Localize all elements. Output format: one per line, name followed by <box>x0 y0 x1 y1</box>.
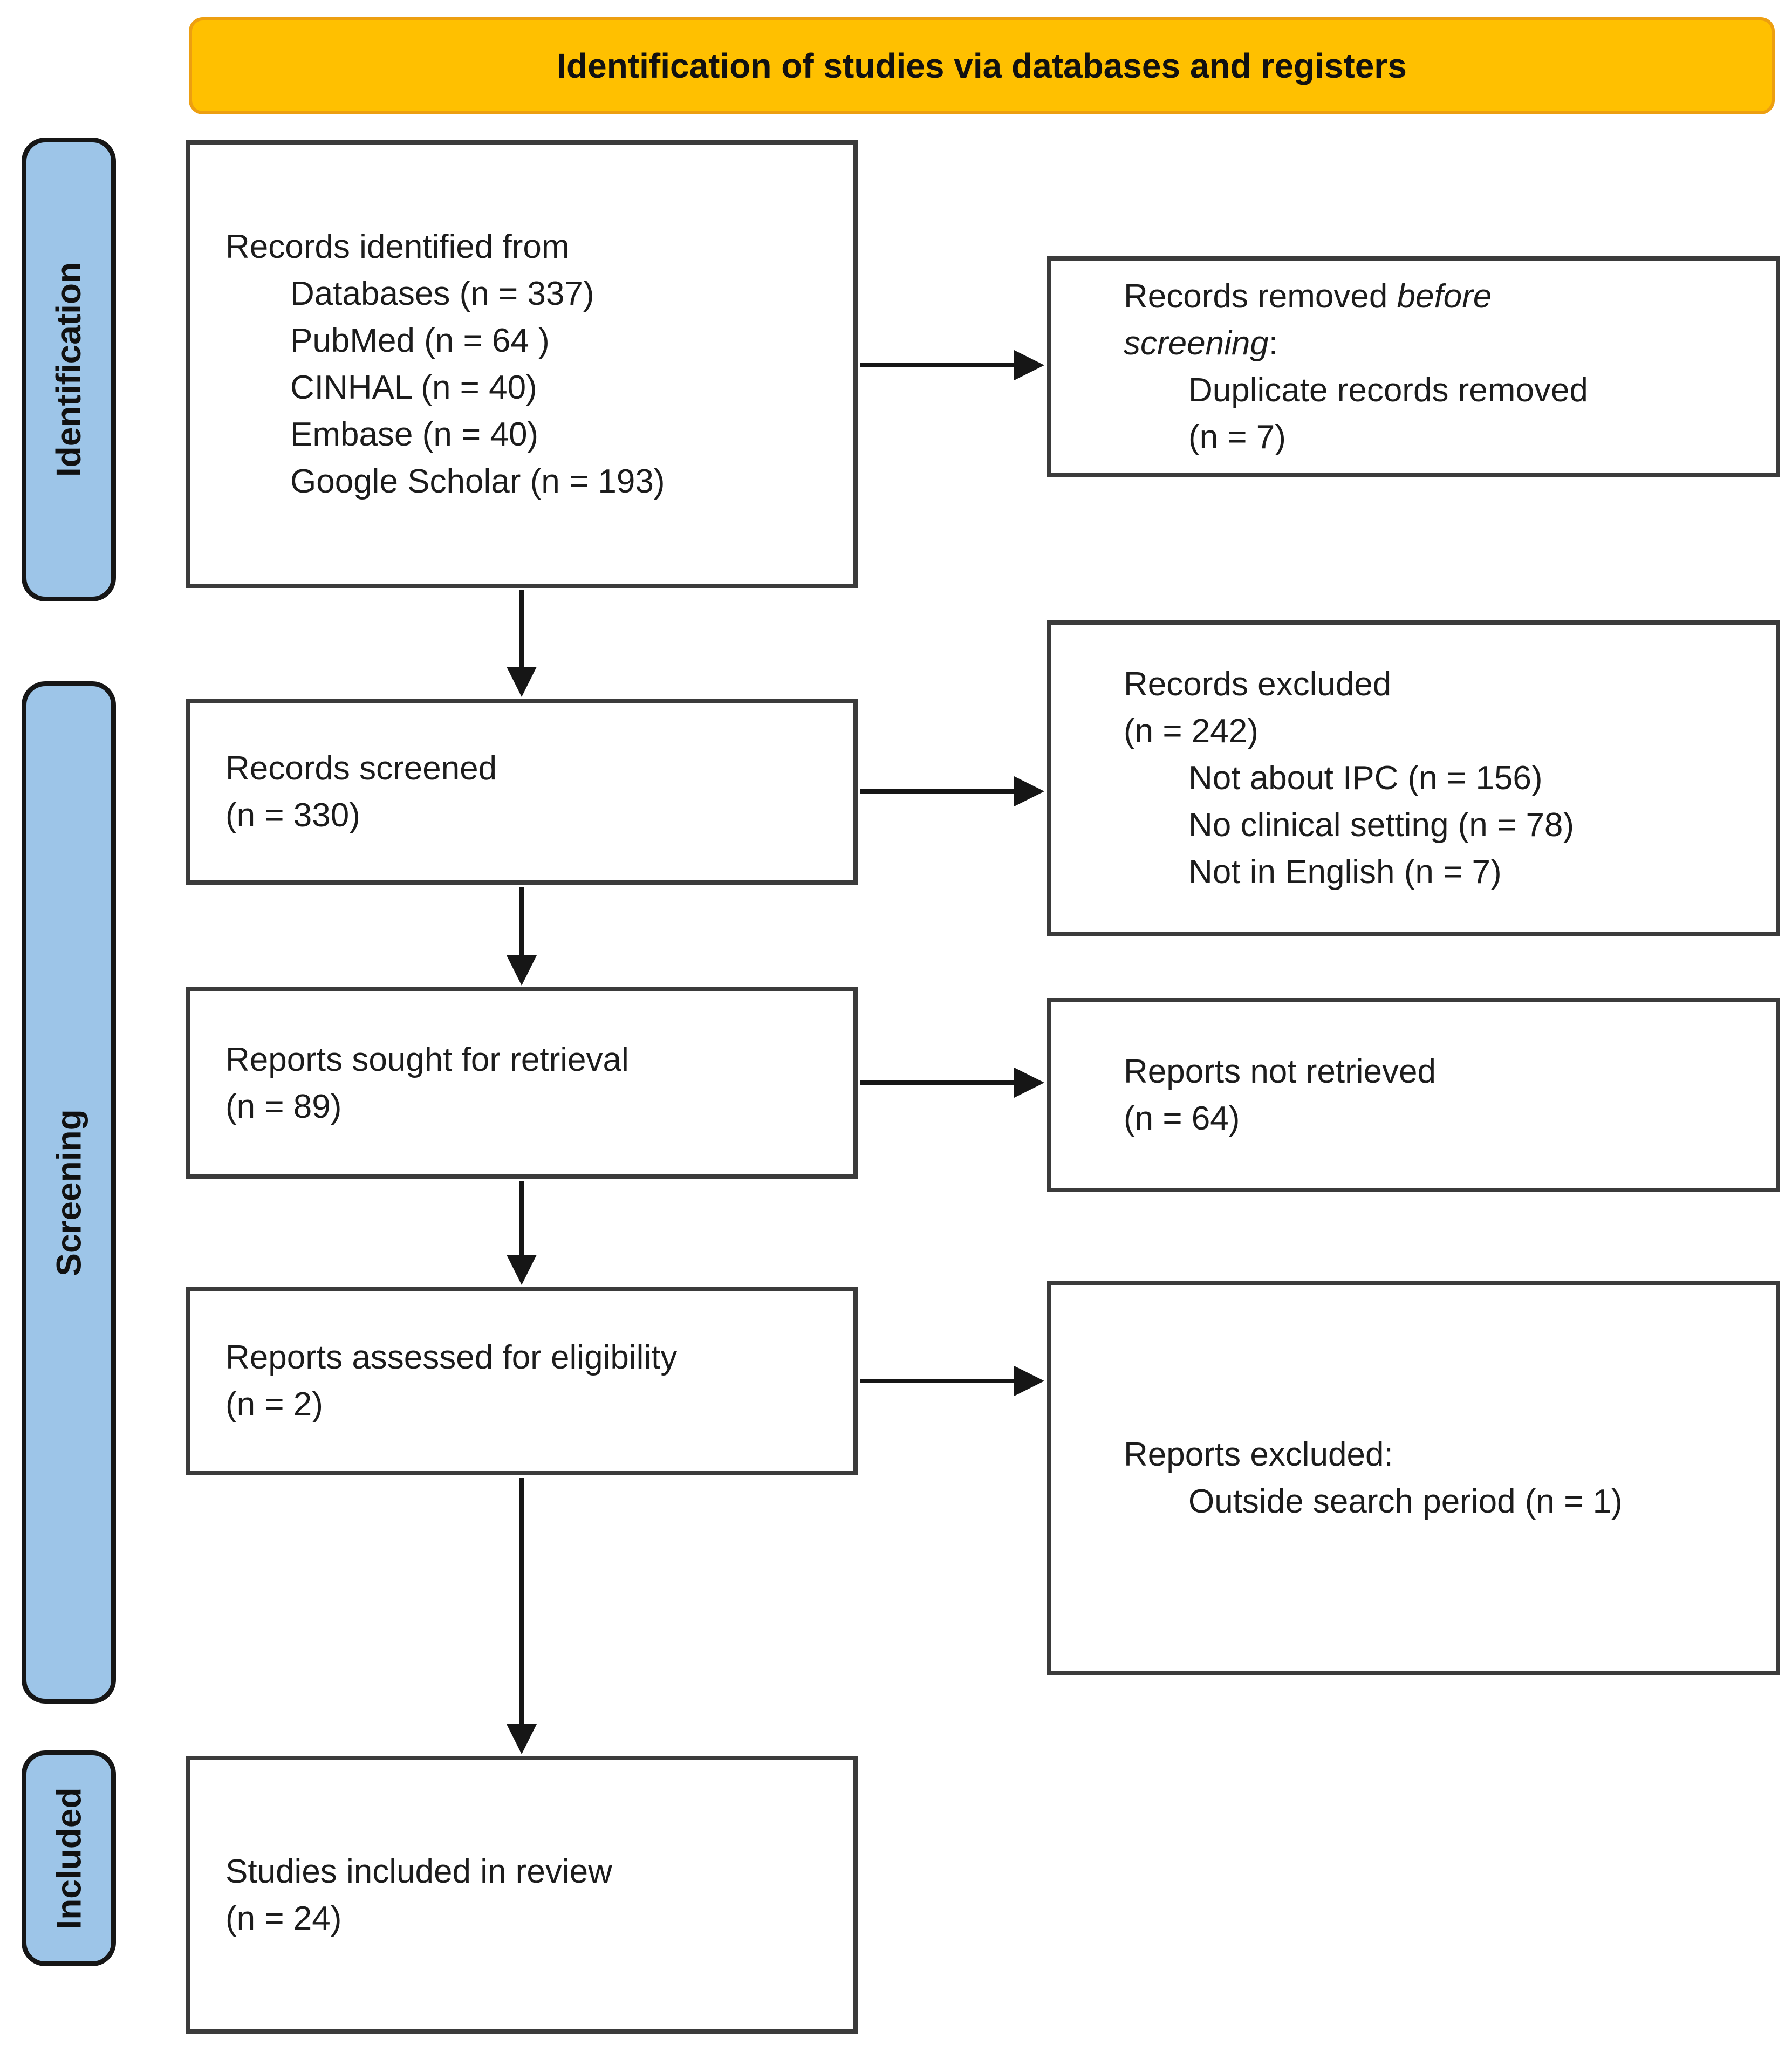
reports-sought-title: Reports sought for retrieval <box>225 1041 629 1078</box>
records-removed-title-line2: screening: <box>1124 320 1588 367</box>
stage-included: Included <box>22 1750 116 1966</box>
stage-screening-label: Screening <box>49 1109 88 1276</box>
reports-sought-box: Reports sought for retrieval (n = 89) <box>186 987 858 1179</box>
records-screened-box: Records screened (n = 330) <box>186 699 858 885</box>
records-excluded-not-in-english: Not in English (n = 7) <box>1188 853 1502 891</box>
records-excluded-box: Records excluded (n = 242) Not about IPC… <box>1047 620 1780 936</box>
reports-excluded-title: Reports excluded: <box>1124 1436 1393 1473</box>
stage-identification: Identification <box>22 138 116 601</box>
records-identified-cinhal: CINHAL (n = 40) <box>290 369 537 406</box>
records-excluded-not-about-ipc: Not about IPC (n = 156) <box>1188 760 1543 797</box>
stage-included-label: Included <box>49 1787 88 1930</box>
records-screened-title: Records screened <box>225 749 497 787</box>
duplicate-records-count: (n = 7) <box>1188 419 1286 456</box>
records-removed-before-italic: before <box>1397 278 1492 315</box>
records-excluded-count: (n = 242) <box>1124 713 1258 750</box>
stage-identification-label: Identification <box>49 262 88 477</box>
records-identified-databases: Databases (n = 337) <box>290 275 594 312</box>
records-excluded-no-clinical-setting: No clinical setting (n = 78) <box>1188 806 1575 844</box>
reports-excluded-box: Reports excluded: Outside search period … <box>1047 1281 1780 1675</box>
records-identified-pubmed: PubMed (n = 64 ) <box>290 322 550 359</box>
records-identified-title: Records identified from <box>225 228 570 265</box>
records-screened-count: (n = 330) <box>225 796 360 834</box>
reports-assessed-count: (n = 2) <box>225 1386 323 1423</box>
stage-screening: Screening <box>22 681 116 1704</box>
records-removed-text: Records removed <box>1124 278 1397 315</box>
banner-title: Identification of studies via databases … <box>557 46 1407 85</box>
records-identified-embase: Embase (n = 40) <box>290 416 539 453</box>
records-removed-title-line1: Records removed before <box>1124 273 1588 320</box>
reports-not-retrieved-box: Reports not retrieved (n = 64) <box>1047 998 1780 1192</box>
studies-included-count: (n = 24) <box>225 1899 342 1937</box>
reports-excluded-outside-search-period: Outside search period (n = 1) <box>1188 1483 1623 1520</box>
records-removed-screening-italic: screening <box>1124 325 1269 362</box>
reports-not-retrieved-count: (n = 64) <box>1124 1100 1240 1137</box>
records-removed-box: Records removed before screening: Duplic… <box>1047 256 1780 477</box>
banner: Identification of studies via databases … <box>189 17 1775 114</box>
records-identified-google-scholar: Google Scholar (n = 193) <box>290 463 665 500</box>
duplicate-records-removed: Duplicate records removed <box>1188 372 1588 409</box>
records-excluded-title: Records excluded <box>1124 666 1392 703</box>
records-removed-colon: : <box>1268 325 1278 362</box>
records-identified-box: Records identified from Databases (n = 3… <box>186 140 858 588</box>
studies-included-title: Studies included in review <box>225 1852 612 1890</box>
studies-included-box: Studies included in review (n = 24) <box>186 1756 858 2034</box>
reports-assessed-box: Reports assessed for eligibility (n = 2) <box>186 1287 858 1475</box>
reports-sought-count: (n = 89) <box>225 1088 342 1125</box>
reports-assessed-title: Reports assessed for eligibility <box>225 1339 678 1376</box>
reports-not-retrieved-title: Reports not retrieved <box>1124 1053 1436 1090</box>
